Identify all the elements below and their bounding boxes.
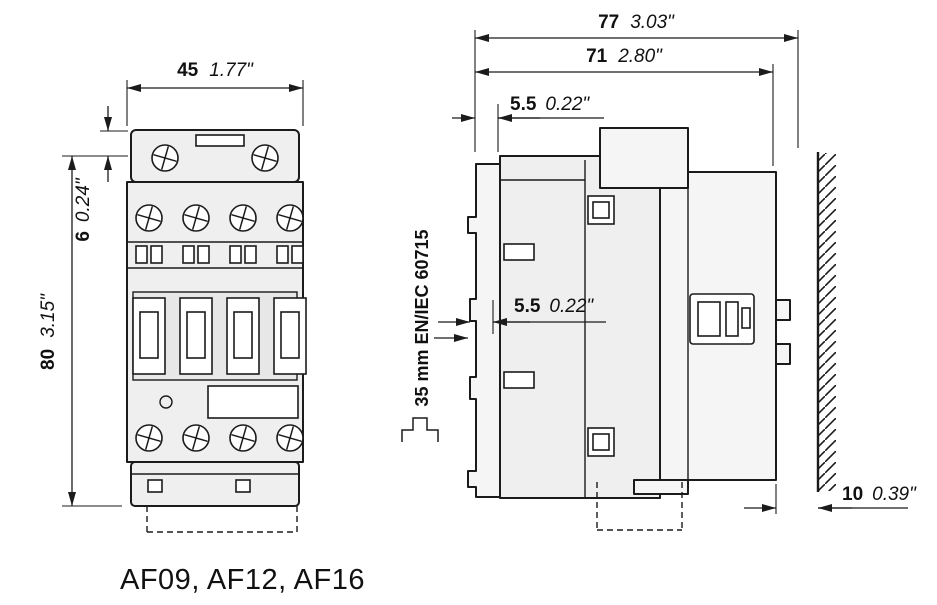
- din-rail-label: 35 mm EN/IEC 60715: [412, 229, 432, 406]
- product-caption: AF09, AF12, AF16: [120, 564, 365, 596]
- hidden-outline: [146, 506, 298, 533]
- dim-front-offset-label: 60.24": [73, 177, 94, 242]
- side-view: [401, 127, 836, 531]
- front-view: [126, 129, 307, 533]
- bottom-step: [633, 479, 689, 495]
- terminal-tabs: [135, 245, 304, 264]
- bottom-detail: [147, 479, 163, 493]
- vent-window-inner: [592, 201, 610, 219]
- front-top-notch: [195, 134, 245, 147]
- bottom-detail: [235, 479, 251, 493]
- clip-latch: [503, 243, 535, 261]
- rear-tab: [775, 343, 791, 365]
- side-body: [499, 155, 661, 499]
- vent-window-inner: [592, 433, 610, 451]
- aux-contact-detail: [689, 293, 755, 345]
- rear-tab: [775, 299, 791, 321]
- clip-latch: [503, 371, 535, 389]
- din-rail-foot: [467, 163, 501, 498]
- contact-windows: [132, 297, 307, 375]
- wall-hatch: [819, 153, 836, 491]
- hidden-outline: [596, 482, 683, 531]
- front-bottom-cap: [130, 461, 300, 507]
- din-rail-symbol-icon: [401, 417, 439, 442]
- mounting-wall: [816, 152, 836, 492]
- label-plate: [207, 385, 299, 419]
- side-top-block: [599, 127, 689, 189]
- test-button: [159, 395, 173, 409]
- dim-front-height-label: 803.15": [38, 293, 59, 370]
